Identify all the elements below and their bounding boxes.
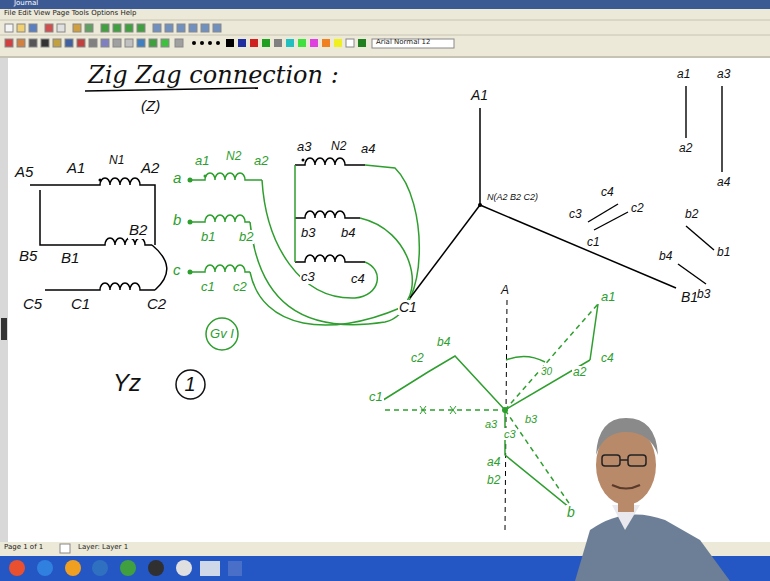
handwritten-label: A1: [470, 88, 489, 103]
handwritten-label: c1: [586, 236, 601, 249]
handwritten-label: b3: [524, 413, 538, 425]
handwritten-label: a3: [296, 140, 312, 154]
ui-text: Layer: Layer 1: [78, 544, 128, 552]
handwritten-label: 30: [540, 366, 553, 377]
handwritten-label: B5: [18, 248, 38, 265]
handwritten-label: c: [172, 262, 182, 279]
ui-text: File Edit View Page Tools Options Help: [4, 10, 136, 18]
handwritten-label: A2: [140, 160, 160, 177]
polarity-dot: [99, 179, 102, 182]
handwritten-label: a4: [360, 142, 376, 156]
toolbar-divider: [0, 20, 770, 21]
handwritten-label: b4: [340, 226, 356, 240]
handwritten-label: a: [172, 170, 182, 187]
handwritten-label: b: [172, 212, 182, 229]
handwritten-label: c4: [600, 352, 615, 365]
handwritten-label: a1: [676, 68, 691, 81]
handwritten-label: N(A2 B2 C2): [486, 193, 539, 203]
handwritten-label: a3: [716, 68, 731, 81]
title-bar: [0, 0, 770, 9]
handwritten-label: a1: [194, 154, 210, 168]
handwritten-label: a2: [572, 366, 587, 379]
toolbar-divider: [0, 57, 770, 58]
toolbar-icons: [5, 24, 454, 48]
handwritten-label: C5: [22, 296, 43, 313]
handwritten-label: (Z): [140, 98, 161, 115]
circled-label: Gv I: [210, 327, 234, 341]
handwritten-label: c3: [503, 428, 517, 440]
handwritten-label: c3: [300, 270, 316, 284]
handwritten-label: c2: [630, 202, 645, 215]
secondary-winding-second-half: [295, 158, 365, 262]
handwritten-label: a1: [600, 290, 616, 304]
handwritten-label: N1: [108, 154, 125, 167]
handwritten-label: C1: [398, 300, 418, 315]
title-underline: [85, 88, 258, 91]
handwritten-label: a2: [678, 142, 693, 155]
taskbar-icons: [9, 560, 242, 576]
primary-winding: [30, 178, 167, 290]
handwritten-label: b1: [716, 246, 731, 259]
handwritten-label: C1: [70, 296, 91, 313]
circled-text: Gv I: [205, 317, 239, 351]
ui-text: Page 1 of 1: [4, 544, 43, 552]
handwritten-label: b: [566, 505, 576, 520]
handwritten-label: b3: [300, 226, 316, 240]
handwritten-label: b3: [696, 288, 711, 301]
presenter: [575, 418, 730, 581]
side-bar: [0, 58, 8, 542]
handwritten-label: b4: [436, 336, 451, 349]
handwritten-label: c2: [232, 280, 248, 294]
handwritten-label: Yz: [112, 370, 142, 396]
handwritten-label: b4: [658, 250, 673, 263]
handwritten-label: c4: [350, 272, 366, 286]
handwritten-label: a2: [253, 154, 269, 168]
handwritten-label: N2: [330, 140, 347, 153]
handwritten-label: B1: [60, 250, 80, 267]
handwritten-label: c1: [200, 280, 216, 294]
handwritten-label: A5: [14, 164, 34, 181]
ui-text: Journal: [14, 0, 38, 8]
handwritten-label: c3: [568, 208, 583, 221]
handwritten-label: a4: [486, 456, 501, 469]
heading: Zig Zag connection :: [88, 62, 339, 88]
handwritten-label: A1: [66, 160, 86, 177]
handwritten-label: B2: [128, 222, 148, 239]
handwritten-label: b1: [200, 230, 216, 244]
handwritten-label: N2: [225, 150, 242, 163]
handwritten-label: b2: [684, 208, 699, 221]
circled-text: 1: [175, 369, 206, 400]
handwritten-label: A: [500, 284, 510, 297]
handwritten-label: c1: [368, 390, 384, 404]
toolbar: [0, 9, 770, 58]
winding-pair-sketch: [588, 86, 722, 284]
page-box: [60, 544, 70, 553]
ui-text: Arial Normal 12: [376, 39, 431, 47]
circled-label: 1: [184, 373, 195, 395]
neutral-point: [502, 407, 508, 413]
neutral-point: [478, 203, 482, 207]
handwritten-label: a4: [716, 176, 731, 189]
handwritten-label: c2: [410, 352, 425, 365]
handwritten-label: b2: [238, 230, 254, 244]
handwritten-label: C2: [146, 296, 167, 313]
handwritten-label: a3: [484, 418, 498, 430]
terminal-dot: [188, 159, 305, 275]
primary-phasor: [410, 108, 676, 298]
handwritten-label: b2: [486, 474, 501, 487]
handwritten-label: c4: [600, 186, 615, 199]
side-handle: [1, 318, 7, 340]
secondary-winding: [190, 165, 419, 325]
secondary-phasor: [380, 304, 598, 512]
tick-marks: [420, 406, 456, 414]
toolbar-divider: [0, 35, 770, 36]
